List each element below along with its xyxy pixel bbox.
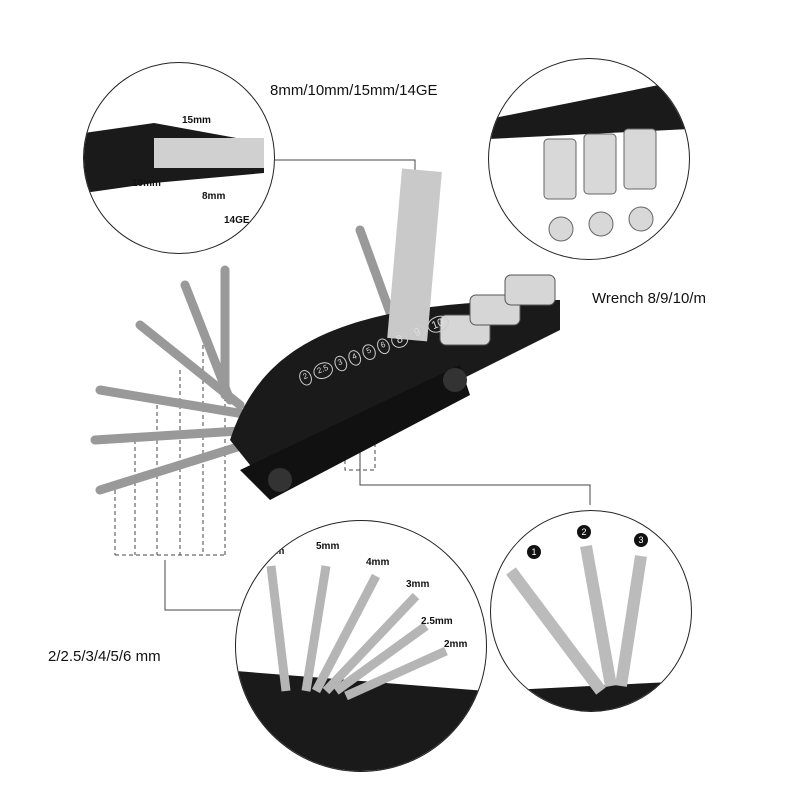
- screwdriver-3: 3: [634, 533, 648, 547]
- hex-size: 2mm: [444, 639, 468, 650]
- socket-label: Wrench 8/9/10/m: [592, 290, 706, 307]
- wrench-label: 8mm/10mm/15mm/14GE: [270, 82, 438, 99]
- hex-size: 2.5mm: [421, 616, 453, 627]
- hex-size: 4mm: [366, 557, 390, 568]
- wrench-detail-circle: 15mm 10mm 8mm 14GE: [83, 62, 275, 254]
- size-8mm: 8mm: [202, 191, 226, 202]
- screwdriver-1: 1: [527, 545, 541, 559]
- hex-size: 5mm: [316, 541, 340, 552]
- size-14ge: 14GE: [224, 215, 250, 226]
- socket-detail-circle: [488, 58, 690, 260]
- size-10mm: 10mm: [132, 178, 161, 189]
- multi-tool: [90, 168, 560, 500]
- screwdriver-detail-circle: 1 2 3: [490, 510, 692, 712]
- size-15mm: 15mm: [182, 115, 211, 126]
- screwdriver-2: 2: [577, 525, 591, 539]
- hex-size: 3mm: [406, 579, 430, 590]
- hex-label: 2/2.5/3/4/5/6 mm: [48, 648, 161, 665]
- hex-size: 6mm: [261, 546, 285, 557]
- hex-detail-circle: 6mm 5mm 4mm 3mm 2.5mm 2mm: [235, 520, 487, 772]
